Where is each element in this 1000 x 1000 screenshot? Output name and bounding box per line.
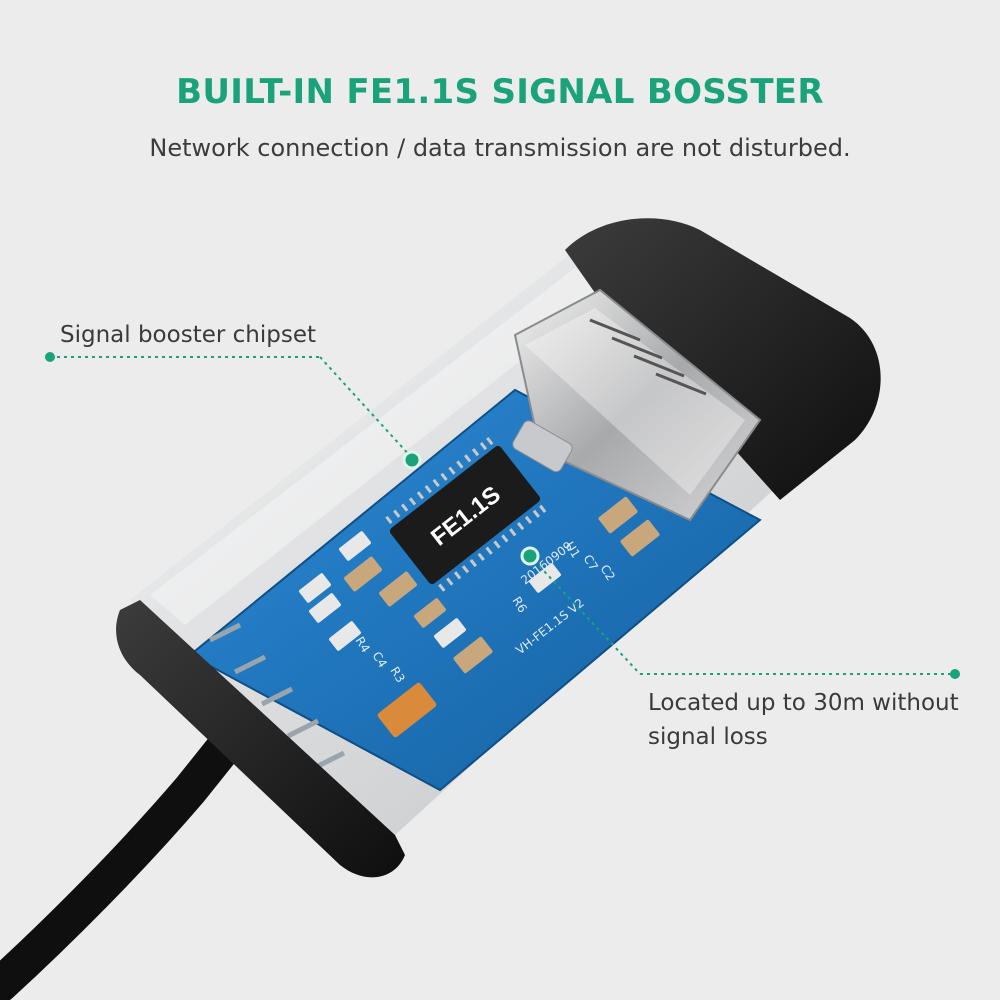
- pcb-board: [188, 388, 762, 792]
- callout-chipset-label: Signal booster chipset: [60, 322, 316, 348]
- callout-range-leader: [529, 555, 955, 675]
- callout-range-dot-start: [520, 546, 540, 566]
- rj45-end-cap: [565, 218, 881, 501]
- callout-range-line2: signal loss: [648, 724, 768, 750]
- callout-chipset-dot-start: [45, 352, 55, 362]
- callout-chipset-leader: [50, 356, 413, 459]
- pcb-pins: [208, 622, 346, 771]
- callout-range-dot-end: [950, 669, 960, 679]
- callout-chipset-dot-end: [402, 450, 422, 470]
- callout-chipset: Signal booster chipset: [60, 318, 316, 352]
- crystal-oscillator: [512, 420, 573, 473]
- headline: BUILT-IN FE1.1S SIGNAL BOSSTER: [176, 72, 824, 112]
- subheadline: Network connection / data transmission a…: [149, 134, 851, 162]
- callout-range-line1: Located up to 30m without: [648, 690, 959, 716]
- cable: [0, 722, 248, 1000]
- callout-range: Located up to 30m without signal loss: [648, 686, 959, 754]
- smd-components: [299, 496, 660, 738]
- cable-end-cap: [116, 600, 405, 878]
